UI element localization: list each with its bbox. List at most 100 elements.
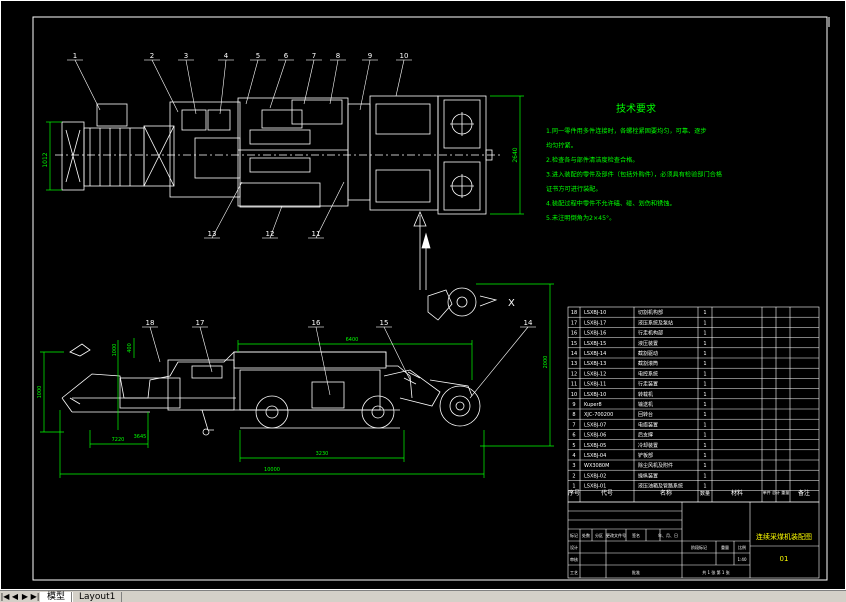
bom-cell: 2 xyxy=(572,473,575,479)
top-dimensions xyxy=(46,95,524,215)
bom-cell: LSXBJ-10 xyxy=(584,392,606,398)
tech-line: 证书方可进行装配。 xyxy=(546,185,602,193)
tech-line: 4.装配过程中零件不允许磕、碰、划伤和锈蚀。 xyxy=(546,200,676,208)
bom-table xyxy=(567,306,820,503)
side-callouts: 18 17 16 15 14 xyxy=(142,319,536,399)
callout-side-18: 18 xyxy=(146,319,155,327)
bom-cell: 截割滚筒 xyxy=(638,360,658,367)
bom-cell: 5 xyxy=(572,443,575,449)
side-body-1 xyxy=(167,359,235,411)
nav-next-icon[interactable]: ▶ xyxy=(21,592,29,601)
bom-cell: 7 xyxy=(572,422,575,428)
tab-model[interactable]: 模型 xyxy=(40,591,73,602)
bom-cell: WX3080M xyxy=(584,463,609,469)
callout-top-1: 1 xyxy=(73,52,77,60)
callout-top-9: 9 xyxy=(368,52,372,60)
callout-side-14: 14 xyxy=(524,319,533,327)
dim-side-small1: 1000 xyxy=(112,344,118,357)
side-wheel-1 xyxy=(255,395,289,429)
tb-design: 设计 xyxy=(570,544,578,550)
callout-side-17: 17 xyxy=(196,319,205,327)
bom-cell: LSXBJ-17 xyxy=(584,320,606,326)
bom-cell: 1 xyxy=(703,453,706,459)
bom-cell: 8 xyxy=(572,412,575,418)
bom-cell: 15 xyxy=(571,341,577,347)
callout-top-5: 5 xyxy=(256,52,260,60)
bom-cell: LSXBJ-14 xyxy=(584,351,606,357)
tb-r1-1: 处数 xyxy=(582,532,590,538)
bom-cell: 1 xyxy=(703,341,706,347)
dim-top-right: 2640 xyxy=(512,147,519,162)
bom-cell: 11 xyxy=(571,382,577,388)
bom-cell: 1 xyxy=(703,310,706,316)
bom-cell: 回转台 xyxy=(638,411,653,418)
bom-cell: 截割驱动 xyxy=(638,350,658,357)
callout-top-10: 10 xyxy=(400,52,409,60)
bom-cell: 行走装置 xyxy=(638,381,658,388)
tb-r1-4: 签名 xyxy=(632,532,640,538)
callout-top-7: 7 xyxy=(312,52,316,60)
bom-cell: 18 xyxy=(571,310,577,316)
bom-header-no: 序号 xyxy=(568,489,580,497)
bom-cell: 1 xyxy=(703,371,706,377)
top-body-2 xyxy=(237,97,349,207)
dim-side-b1: 7220 xyxy=(112,437,125,443)
bom-cell: 1 xyxy=(572,484,575,490)
bom-cell: 16 xyxy=(571,331,577,337)
layout-tab-bar: |◀ ◀ ▶ ▶| 模型 Layout1 xyxy=(0,590,846,602)
bom-cell: 电控系统 xyxy=(638,370,658,377)
nav-prev-icon[interactable]: ◀ xyxy=(11,592,19,601)
bom-cell: LSXBJ-10 xyxy=(584,310,606,316)
tab-layout1[interactable]: Layout1 xyxy=(72,591,123,602)
bom-cell: LSXBJ-06 xyxy=(584,433,606,439)
bom-cell: 电缆装置 xyxy=(638,421,658,428)
callout-side-15: 15 xyxy=(380,319,389,327)
bom-cell: 6 xyxy=(572,433,575,439)
bom-cell: 1 xyxy=(703,351,706,357)
tb-scale-value: 1:40 xyxy=(738,557,747,562)
bom-header-code: 代号 xyxy=(601,489,613,497)
callout-top-2: 2 xyxy=(150,52,154,60)
tb-scale: 比例 xyxy=(738,544,746,550)
bom-cell: 液压装置 xyxy=(638,340,658,347)
callout-top-8: 8 xyxy=(336,52,340,60)
callout-top-11: 11 xyxy=(312,230,321,238)
tb-weight: 重量 xyxy=(721,544,729,550)
bom-cell: 1 xyxy=(703,433,706,439)
tech-title: 技术要求 xyxy=(616,102,656,115)
callout-top-13: 13 xyxy=(208,230,217,238)
bom-cell: 后支撑 xyxy=(638,432,653,439)
tb-r1-3: 更改文件号 xyxy=(606,532,626,538)
bom-cell: LSXBJ-16 xyxy=(584,331,606,337)
tb-approve: 批准 xyxy=(632,569,640,575)
bom-header-qty: 数量 xyxy=(700,490,710,497)
bom-cell: 1 xyxy=(703,484,706,490)
nav-first-icon[interactable]: |◀ xyxy=(0,592,10,601)
bom-cell: Kuper8 xyxy=(584,402,602,408)
inner-frame xyxy=(32,16,828,581)
bom-cell: 1 xyxy=(703,473,706,479)
bom-cell: 1 xyxy=(703,412,706,418)
top-conveyor xyxy=(369,95,439,211)
bom-cell: 除尘风机及附件 xyxy=(638,462,673,469)
title-block-text: 连续采煤机装配图 01 标记 处数 分区 更改文件号 签名 年、月、日 设计 审… xyxy=(570,532,812,575)
bom-cell: 13 xyxy=(571,361,577,367)
nav-last-icon[interactable]: ▶| xyxy=(30,592,40,601)
bom-cell: 输送机 xyxy=(638,401,653,408)
callout-top-3: 3 xyxy=(184,52,188,60)
bom-cell: 液压系统及泵站 xyxy=(638,319,673,326)
bom-cell: 液压油箱及管路系统 xyxy=(638,483,683,490)
bom-cell: 3 xyxy=(572,463,575,469)
callout-side-16: 16 xyxy=(312,319,321,327)
view-x-marker xyxy=(413,210,498,321)
bom-cell: 4 xyxy=(572,453,575,459)
bom-cell: 12 xyxy=(571,371,577,377)
drawing-number: 01 xyxy=(780,555,789,563)
bom-cell: LSXBJ-11 xyxy=(584,382,606,388)
bom-cell: LSXBJ-02 xyxy=(584,473,606,479)
bom-cell: 10 xyxy=(571,392,577,398)
bom-cell: 转载机 xyxy=(638,391,653,398)
